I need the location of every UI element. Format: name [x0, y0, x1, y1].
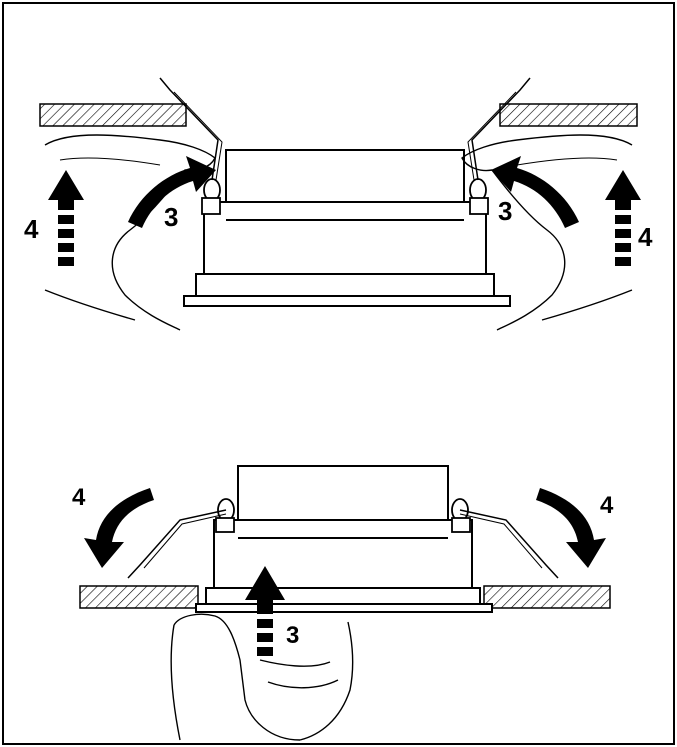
label-rotate-left: 3	[164, 202, 178, 232]
fold-arrow-left	[84, 488, 154, 568]
push-arrow-center	[245, 566, 285, 656]
ceiling-slab-left	[39, 103, 187, 127]
push-arrow-right	[605, 170, 641, 266]
rotate-arrow-right	[491, 156, 579, 228]
fixture-body-lower	[195, 465, 493, 613]
spring-clips-lower	[215, 498, 471, 533]
spring-wire-right	[471, 77, 531, 181]
ceiling-slab-right-lower	[483, 585, 611, 609]
label-fold-right: 4	[600, 492, 614, 519]
spring-wire-left-lower	[127, 509, 227, 579]
label-push-right: 4	[638, 222, 653, 252]
push-arrow-left	[48, 170, 84, 266]
fixture-body	[183, 149, 511, 307]
bottom-panel: 4 4 3	[72, 465, 614, 741]
spring-wire-left	[159, 77, 219, 181]
ceiling-slab-right	[499, 103, 638, 127]
label-push-center: 3	[286, 622, 299, 649]
top-panel: 3 3 4 4	[24, 77, 653, 331]
hand-lower	[173, 613, 354, 741]
spring-wire-right-lower	[459, 509, 559, 579]
label-rotate-right: 3	[498, 196, 512, 226]
spring-clips	[201, 178, 489, 215]
ceiling-slab-left-lower	[79, 585, 199, 609]
fold-arrow-right	[536, 488, 606, 568]
rotate-arrow-left	[128, 156, 216, 228]
label-push-left: 4	[24, 214, 39, 244]
label-fold-left: 4	[72, 484, 86, 511]
